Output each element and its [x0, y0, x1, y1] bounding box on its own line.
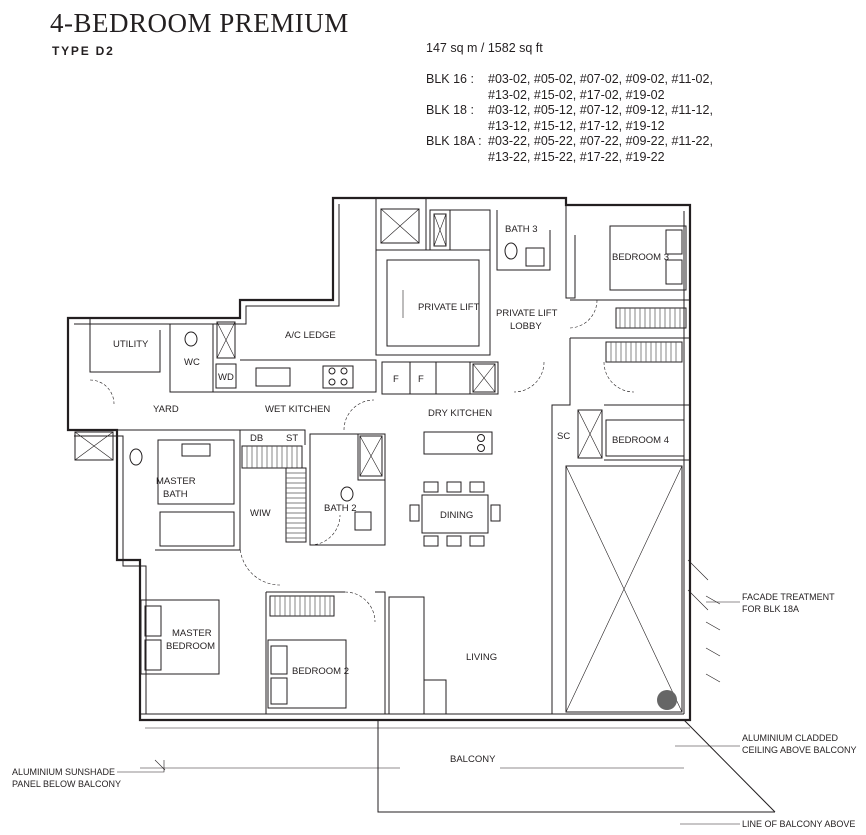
- note-ceiling-2: CEILING ABOVE BALCONY: [742, 745, 857, 755]
- note-sunshade-1: ALUMINIUM SUNSHADE: [12, 767, 115, 777]
- label-private-lift-lobby-1: PRIVATE LIFT: [496, 308, 558, 319]
- doors: [89, 299, 635, 623]
- unit-line: #03-22, #05-22, #07-22, #09-22, #11-22,: [488, 134, 713, 148]
- unit-line: #03-02, #05-02, #07-02, #09-02, #11-02,: [488, 72, 713, 86]
- note-ceiling-1: ALUMINIUM CLADDED: [742, 733, 839, 743]
- block-units: #03-12, #05-12, #07-12, #09-12, #11-12, …: [488, 103, 748, 134]
- block-units: #03-22, #05-22, #07-22, #09-22, #11-22, …: [488, 134, 748, 165]
- unit-line: #13-22, #15-22, #17-22, #19-22: [488, 149, 665, 164]
- label-ac-ledge: A/C LEDGE: [285, 330, 336, 341]
- label-private-lift-lobby-2: LOBBY: [510, 321, 542, 332]
- note-facade-1: FACADE TREATMENT: [742, 592, 835, 602]
- unit-type-label: TYPE D2: [52, 44, 115, 58]
- unit-area: 147 sq m / 1582 sq ft: [426, 41, 543, 55]
- note-sunshade-2: PANEL BELOW BALCONY: [12, 779, 121, 789]
- furniture: [129, 225, 687, 710]
- label-bedroom4: BEDROOM 4: [612, 435, 669, 446]
- block-label: BLK 16 :: [426, 72, 474, 86]
- unit-row-blk18a: BLK 18A : #03-22, #05-22, #07-22, #09-22…: [426, 134, 748, 165]
- unit-line: #13-02, #15-02, #17-02, #19-02: [488, 87, 665, 102]
- unit-row-blk16: BLK 16 : #03-02, #05-02, #07-02, #09-02,…: [426, 72, 748, 103]
- label-master-bedroom-2: BEDROOM: [166, 641, 215, 652]
- note-facade-2: FOR BLK 18A: [742, 604, 799, 614]
- label-wiw: WIW: [250, 508, 271, 519]
- label-fridge-2: F: [418, 374, 424, 385]
- balcony-and-leaders: [117, 559, 776, 825]
- label-bath2: BATH 2: [324, 503, 357, 514]
- label-wd: WD: [218, 372, 234, 383]
- label-bedroom2: BEDROOM 2: [292, 666, 349, 677]
- label-wet-kitchen: WET KITCHEN: [265, 404, 330, 415]
- label-master-bath-1: MASTER: [156, 476, 196, 487]
- label-master-bath-2: BATH: [163, 489, 188, 500]
- page-title: 4-BEDROOM PREMIUM: [50, 8, 349, 38]
- block-label: BLK 18A :: [426, 134, 482, 148]
- label-yard: YARD: [153, 404, 179, 415]
- block-label: BLK 18 :: [426, 103, 474, 117]
- label-fridge-1: F: [393, 374, 399, 385]
- room-labels: BATH 3 BEDROOM 3 PRIVATE LIFT PRIVATE LI…: [113, 224, 669, 765]
- label-utility: UTILITY: [113, 339, 149, 350]
- annotation-labels: FACADE TREATMENT FOR BLK 18A ALUMINIUM C…: [12, 592, 857, 829]
- label-bedroom3: BEDROOM 3: [612, 252, 669, 263]
- label-private-lift: PRIVATE LIFT: [418, 302, 480, 313]
- label-master-bedroom-1: MASTER: [172, 628, 212, 639]
- label-wc: WC: [184, 357, 200, 368]
- unit-line: #13-12, #15-12, #17-12, #19-12: [488, 118, 665, 133]
- wardrobes: [241, 307, 687, 617]
- unit-row-blk18: BLK 18 : #03-12, #05-12, #07-12, #09-12,…: [426, 103, 748, 134]
- interior-walls: [67, 198, 690, 715]
- note-balcony-line: LINE OF BALCONY ABOVE: [742, 819, 855, 829]
- label-bath3: BATH 3: [505, 224, 538, 235]
- label-sc: SC: [557, 431, 570, 442]
- label-dry-kitchen: DRY KITCHEN: [428, 408, 492, 419]
- label-dining: DINING: [440, 510, 473, 521]
- block-units: #03-02, #05-02, #07-02, #09-02, #11-02, …: [488, 72, 748, 103]
- hatched-shafts: [74, 208, 683, 713]
- exterior-walls: [66, 196, 692, 722]
- label-st: ST: [286, 433, 298, 444]
- label-balcony: BALCONY: [450, 754, 496, 765]
- label-db: DB: [250, 433, 263, 444]
- label-living: LIVING: [466, 652, 497, 663]
- unit-line: #03-12, #05-12, #07-12, #09-12, #11-12,: [488, 103, 713, 117]
- unit-list: BLK 16 : #03-02, #05-02, #07-02, #09-02,…: [426, 72, 748, 165]
